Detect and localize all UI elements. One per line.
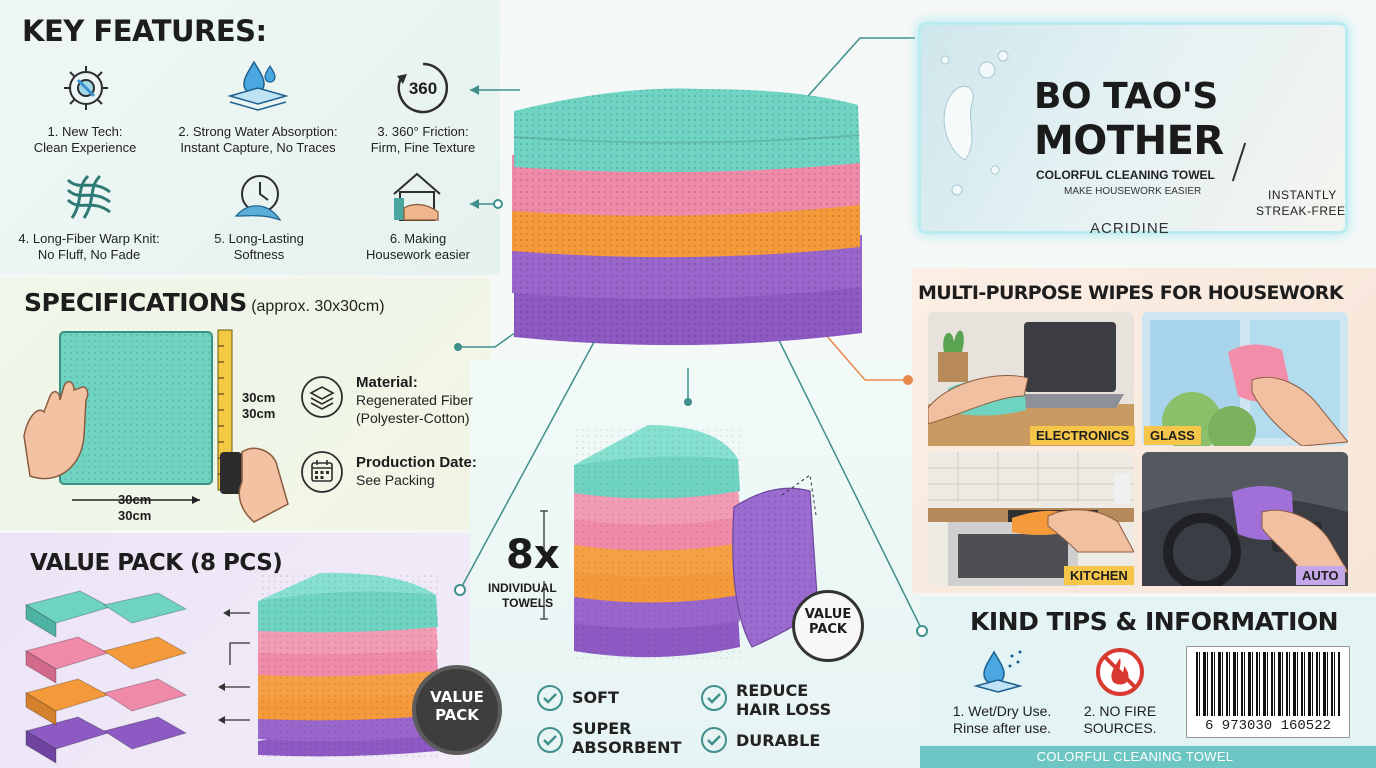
water-drop-icon xyxy=(973,650,1023,693)
barcode-bars xyxy=(1196,652,1340,716)
feature-4-line1: 4. Long-Fiber Warp Knit: xyxy=(18,231,160,246)
tip1-line2: Rinse after use. xyxy=(952,720,1052,736)
check-icon xyxy=(537,727,563,753)
center-towel-stack xyxy=(540,425,819,661)
feature-1: 1. New Tech: Clean Experience xyxy=(0,124,180,156)
barcode-number: 6 973030 160522 xyxy=(1190,718,1346,734)
layers-icon xyxy=(301,376,343,418)
value-pack-title: VALUE PACK (8 PCS) xyxy=(30,550,283,576)
clock-feather-icon xyxy=(234,175,282,222)
feature-2-line1: 2. Strong Water Absorption: xyxy=(178,124,338,139)
spec-width-line1: 30cm xyxy=(118,492,152,507)
tips-footer-bar xyxy=(920,746,1376,768)
benefit-reduce: REDUCE xyxy=(736,681,809,700)
center-badge-line1: VALUE xyxy=(804,607,852,622)
scene-kitchen xyxy=(928,452,1134,586)
feature-1-line1: 1. New Tech: xyxy=(47,124,123,139)
hero-towel-stack xyxy=(512,88,862,346)
feature-2-line2: Instant Capture, No Traces xyxy=(180,140,336,155)
date-label: Production Date: xyxy=(356,454,477,471)
specifications-title: SPECIFICATIONS xyxy=(24,288,247,317)
specifications-size-note: (approx. 30x30cm) xyxy=(251,298,385,315)
value-pack-badge-line1: VALUE xyxy=(430,688,484,706)
material-line1: Regenerated Fiber xyxy=(356,392,473,408)
value-pack-badge xyxy=(412,665,502,755)
specifications-heading: SPECIFICATIONS (approx. 30x30cm) xyxy=(24,288,385,317)
house-hand-icon xyxy=(393,172,441,221)
tip2-line1: 2. NO FIRE xyxy=(1083,703,1157,719)
spec-height-line1: 30cm xyxy=(242,390,276,405)
feature-5-line1: 5. Long-Lasting xyxy=(214,231,304,246)
rotation-badge: 360 xyxy=(409,79,437,98)
feature-6-line2: Housework easier xyxy=(365,247,471,262)
check-icon xyxy=(701,727,727,753)
scene-label-electronics: ELECTRONICS xyxy=(1030,426,1136,445)
scene-glass xyxy=(1142,312,1348,446)
fiber-knit-icon xyxy=(66,174,111,219)
feature-6: 6. Making Housework easier xyxy=(323,231,513,263)
brand-name-line1: BO TAO'S xyxy=(1034,76,1218,117)
feature-3-line2: Firm, Fine Texture xyxy=(370,140,476,155)
material-label: Material: xyxy=(356,374,418,391)
instantly-line2: STREAK-FREE xyxy=(1256,204,1346,218)
tip1-line1: 1. Wet/Dry Use. xyxy=(952,703,1052,719)
water-drop-layers-icon xyxy=(227,60,289,111)
benefit-soft: SOFT xyxy=(572,688,619,707)
pack-count-label-line1: INDIVIDUAL xyxy=(488,581,557,595)
sub-brand: ACRIDINE xyxy=(1090,220,1170,237)
benefit-durable: DURABLE xyxy=(736,731,821,750)
feature-3-line1: 3. 360° Friction: xyxy=(377,124,469,139)
feature-4: 4. Long-Fiber Warp Knit: No Fluff, No Fa… xyxy=(0,231,184,263)
scene-label-kitchen: KITCHEN xyxy=(1064,566,1134,585)
water-drops-decoration xyxy=(940,50,1009,196)
scene-label-glass: GLASS xyxy=(1144,426,1201,445)
feature-5-line2: Softness xyxy=(233,247,285,262)
gear-icon xyxy=(64,66,108,110)
rotation-360-icon: 360 xyxy=(397,62,449,114)
key-features-title: KEY FEATURES: xyxy=(22,14,267,48)
feature-6-line1: 6. Making xyxy=(389,231,447,246)
no-fire-icon xyxy=(1096,648,1144,696)
scene-label-auto: AUTO xyxy=(1296,566,1345,585)
center-badge-line2: PACK xyxy=(808,622,847,637)
brand-tagline: MAKE HOUSEWORK EASIER xyxy=(1064,186,1202,197)
brand-name-line2: MOTHER xyxy=(1034,118,1224,164)
tips-footer: COLORFUL CLEANING TOWEL xyxy=(1036,749,1234,764)
feature-2: 2. Strong Water Absorption: Instant Capt… xyxy=(163,124,353,156)
pack-count-label-line2: TOWELS xyxy=(502,596,554,610)
center-value-pack-badge xyxy=(792,590,864,662)
material-line2: (Polyester-Cotton) xyxy=(356,410,470,426)
brand-subtitle: COLORFUL CLEANING TOWEL xyxy=(1036,168,1215,182)
spec-width-line2: 30cm xyxy=(118,508,152,523)
tip2-line2: SOURCES. xyxy=(1083,720,1157,736)
benefit-absorbent: ABSORBENT xyxy=(572,738,682,757)
brand-box xyxy=(918,22,1348,234)
spec-towel-illustration xyxy=(23,329,289,523)
feature-3: 3. 360° Friction: Firm, Fine Texture xyxy=(328,124,518,156)
multi-purpose-title: MULTI-PURPOSE WIPES FOR HOUSEWORK xyxy=(918,282,1344,304)
key-features-panel xyxy=(0,0,500,275)
value-pack-illustration xyxy=(24,572,438,764)
value-pack-badge-line2: PACK xyxy=(435,706,479,724)
feature-1-line2: Clean Experience xyxy=(33,140,137,155)
instantly-line1: INSTANTLY xyxy=(1268,188,1337,202)
check-icon xyxy=(701,685,727,711)
feature-4-line2: No Fluff, No Fade xyxy=(37,247,141,262)
feature-5: 5. Long-Lasting Softness xyxy=(164,231,354,263)
pack-count: 8x xyxy=(506,532,560,578)
scene-auto xyxy=(1142,452,1348,586)
benefit-super: SUPER xyxy=(572,719,632,738)
benefit-hair-loss: HAIR LOSS xyxy=(736,700,832,719)
calendar-icon xyxy=(301,451,343,493)
spec-height-line2: 30cm xyxy=(242,406,276,421)
check-icon xyxy=(537,685,563,711)
tips-title: KIND TIPS & INFORMATION xyxy=(970,607,1339,636)
date-value: See Packing xyxy=(356,472,435,488)
